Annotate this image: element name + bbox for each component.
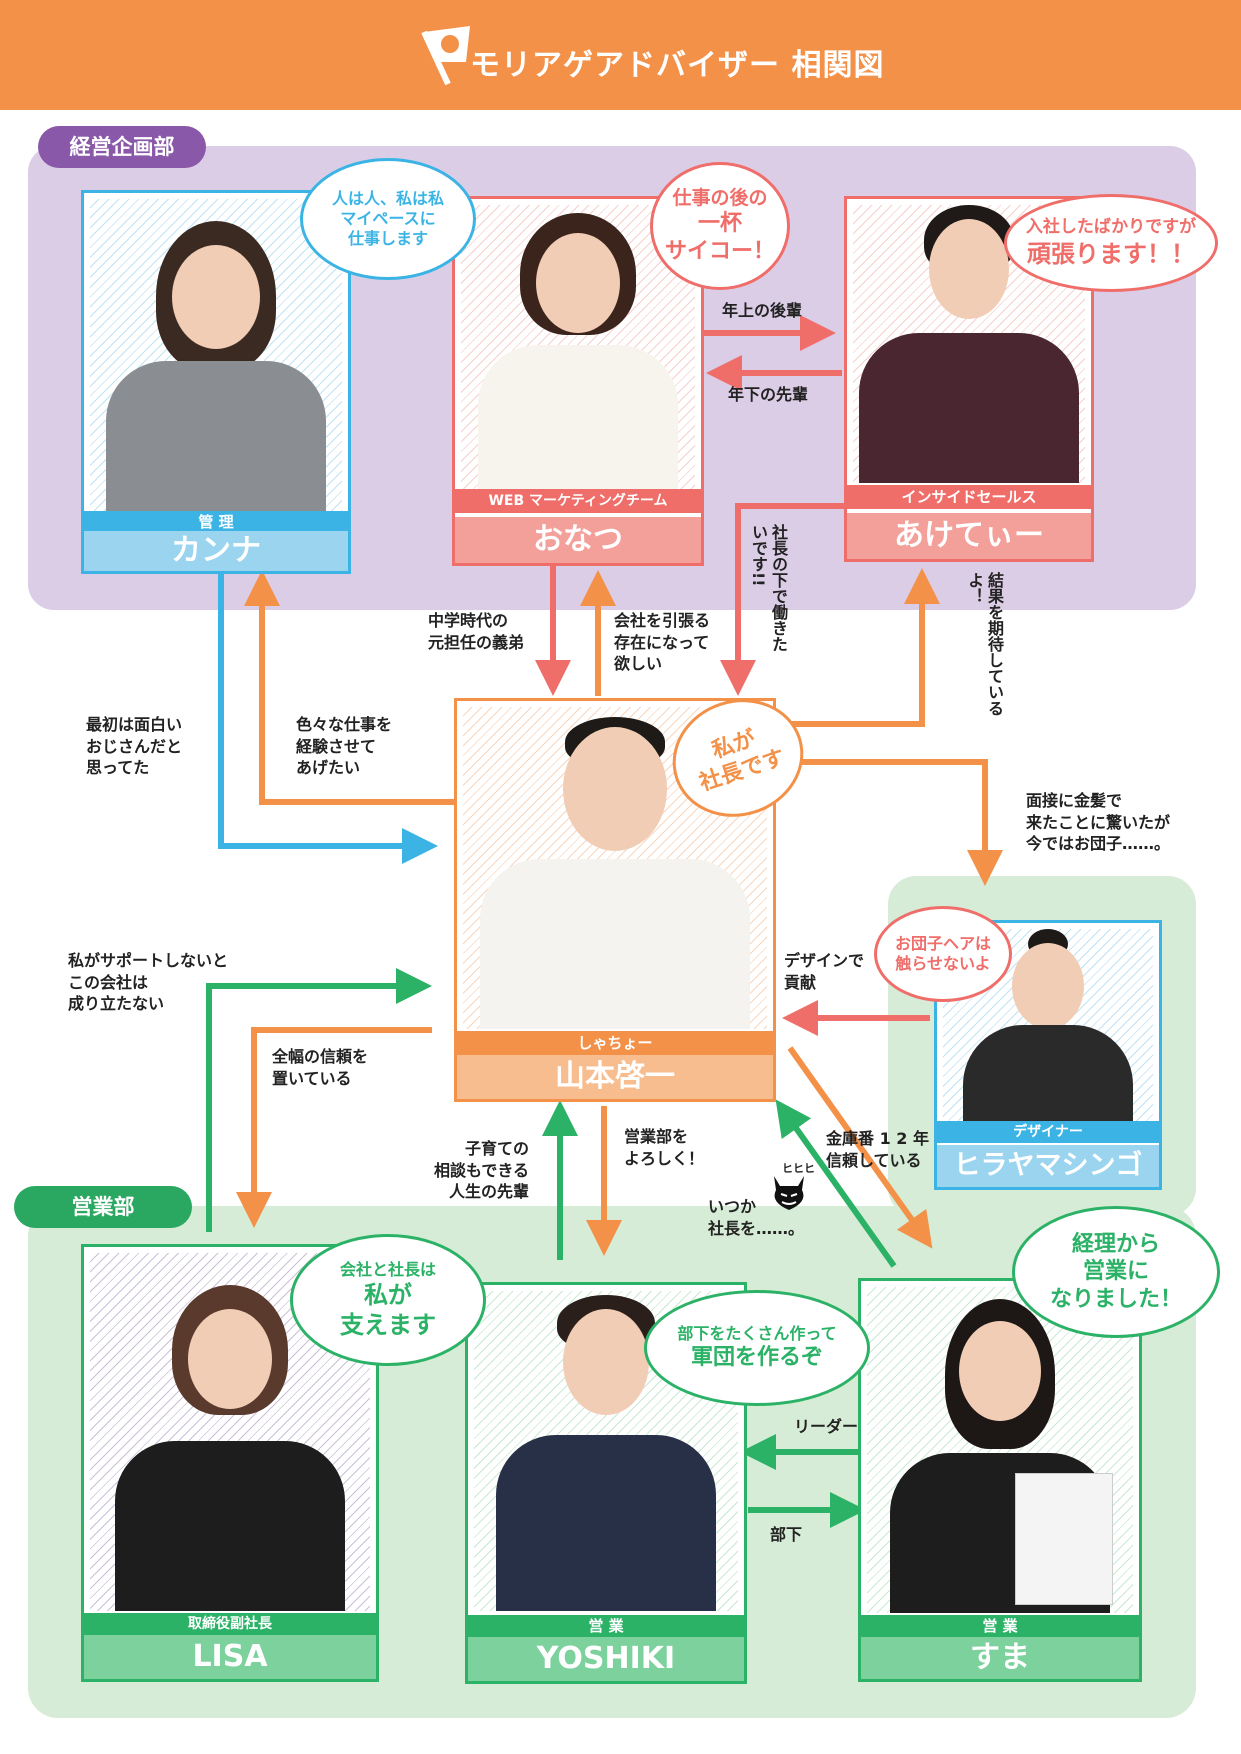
label-yoshiki-yamamoto: 子育ての 相談もできる 人生の先輩 — [434, 1139, 530, 1202]
dept-tag-eigyo: 営業部 — [14, 1186, 192, 1228]
label-yamamoto-onatsu: 会社を引張る 存在になって 欲しい — [614, 611, 711, 674]
bubble-kanna: 人は人、私は私マイペースに仕事します — [300, 158, 476, 280]
name-lisa: LISA — [84, 1635, 376, 1679]
role-yamamoto: しゃちょー — [457, 1031, 773, 1055]
card-yamamoto: しゃちょー 山本啓一 — [454, 698, 776, 1102]
role-onatsu: WEB マーケティングチーム — [455, 489, 701, 513]
card-yoshiki: 営 業 YOSHIKI — [465, 1282, 747, 1684]
label-hirayama-yamamoto: デザインで 貢献 — [784, 951, 865, 992]
role-suma: 営 業 — [861, 1615, 1139, 1637]
card-kanna: 管 理 カンナ — [81, 190, 351, 574]
arrow-yamamoto-hirayama — [776, 759, 1003, 886]
arrow-yamamoto-lisa — [236, 1027, 432, 1228]
photo-kanna — [90, 199, 342, 511]
name-hirayama: ヒラヤマシンゴ — [937, 1145, 1159, 1187]
arrow-yamamoto-suma — [787, 1046, 933, 1249]
name-aketii: あけてぃー — [847, 513, 1091, 559]
card-lisa: 取締役副社長 LISA — [81, 1244, 379, 1682]
label-onatsu-aketii: 年上の後輩 — [722, 301, 803, 320]
label-aketii-yamamoto: 社長の下で働きたいです!! — [749, 524, 788, 652]
card-suma: 営 業 すま — [858, 1278, 1142, 1682]
label-suma-yamamoto: いつか 社長を……。 — [708, 1197, 805, 1238]
label-lisa-yamamoto: 私がサポートしないと この会社は 成り立たない — [68, 951, 229, 1014]
header-bar — [0, 0, 1241, 110]
card-hirayama: デザイナー ヒラヤマシンゴ — [934, 920, 1162, 1190]
name-suma: すま — [861, 1637, 1139, 1679]
label-suma-yoshiki: リーダー — [794, 1417, 859, 1436]
bubble-lisa: 会社と社長は私が支えます — [290, 1234, 486, 1366]
name-onatsu: おなつ — [455, 517, 701, 563]
photo-yoshiki — [474, 1291, 738, 1611]
label-kanna-yamamoto: 最初は面白い おじさんだと 思ってた — [86, 715, 183, 778]
role-aketii: インサイドセールス — [847, 485, 1091, 509]
bubble-onatsu: 仕事の後の一杯サイコー！ — [650, 162, 790, 290]
devil-icon — [774, 1176, 804, 1210]
photo-suma — [867, 1287, 1133, 1613]
photo-yamamoto — [463, 707, 767, 1029]
label-yamamoto-hirayama: 面接に金髪で 来たことに驚いたが 今ではお団子……。 — [1026, 791, 1171, 854]
arrow-kanna-yamamoto — [218, 570, 438, 864]
page-title: モリアゲアドバイザー 相関図 — [470, 48, 885, 83]
label-yamamoto-aketii: 結果を期待しているよ！ — [965, 572, 1004, 716]
label-yamamoto-yoshiki: 営業部を よろしく！ — [624, 1127, 705, 1168]
label-yamamoto-kanna: 色々な仕事を 経験させて あげたい — [296, 715, 393, 778]
photo-lisa — [90, 1253, 370, 1611]
role-lisa: 取締役副社長 — [84, 1613, 376, 1635]
arrow-suma-yamamoto — [775, 1099, 897, 1268]
bubble-suma: 経理から営業になりました！ — [1012, 1206, 1220, 1338]
name-yoshiki: YOSHIKI — [468, 1637, 744, 1681]
book-icon — [1015, 1473, 1113, 1605]
label-suma-laugh: ヒヒヒ — [782, 1162, 815, 1175]
label-yamamoto-lisa: 全幅の信頼を 置いている — [272, 1047, 369, 1088]
role-kanna: 管 理 — [84, 511, 348, 533]
role-yoshiki: 営 業 — [468, 1615, 744, 1637]
label-onatsu-yamamoto: 中学時代の 元担任の義弟 — [428, 611, 525, 652]
bubble-hirayama: お団子ヘアは触らせないよ — [874, 906, 1012, 1002]
name-yamamoto: 山本啓一 — [457, 1055, 773, 1099]
role-hirayama: デザイナー — [937, 1121, 1159, 1143]
arrow-yamamoto-kanna — [244, 570, 456, 805]
label-aketii-onatsu: 年下の先輩 — [728, 385, 809, 404]
flag-logo-icon — [421, 26, 470, 86]
bubble-yoshiki: 部下をたくさん作って軍団を作るぞ — [644, 1290, 870, 1406]
name-kanna: カンナ — [84, 531, 348, 571]
label-yoshiki-suma: 部下 — [770, 1525, 803, 1544]
bubble-aketii: 入社したばかりですが頑張ります！！ — [1004, 194, 1218, 292]
label-yamamoto-suma: 金庫番 1 2 年 信頼している — [826, 1129, 929, 1170]
arrow-aketii-yamamoto — [720, 503, 846, 696]
arrow-lisa-yamamoto — [206, 968, 432, 1232]
photo-onatsu — [461, 205, 695, 493]
dept-tag-keiei: 経営企画部 — [38, 126, 206, 168]
arrow-yamamoto-aketii — [776, 568, 940, 727]
